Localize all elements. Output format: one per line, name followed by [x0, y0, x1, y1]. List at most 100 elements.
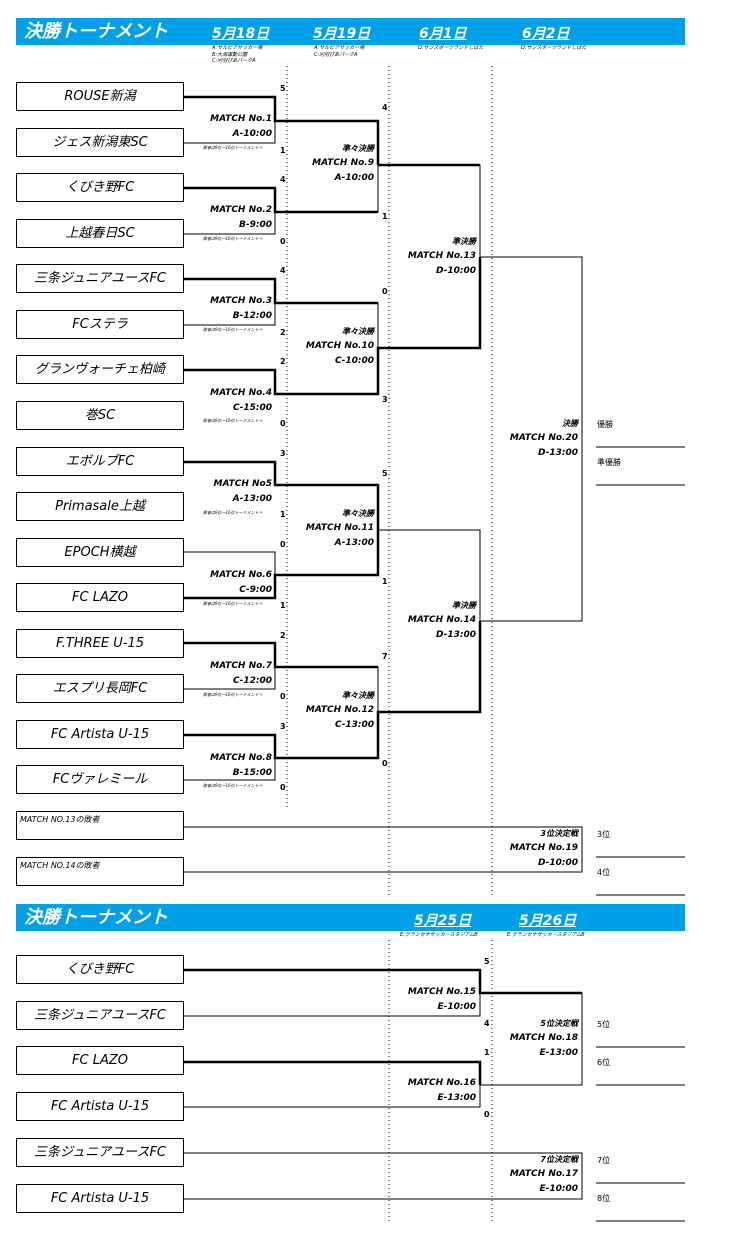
placement-team-6: FC Artista U-15	[16, 1184, 184, 1213]
m15-score: 4	[484, 1019, 490, 1028]
r1-score: 2	[280, 328, 286, 337]
r1-score: 0	[280, 783, 286, 792]
r1-score: 1	[280, 146, 286, 155]
r1-score: 0	[280, 692, 286, 701]
r1-score: 2	[280, 357, 286, 366]
r1-score: 1	[280, 510, 286, 519]
team-slot-11: EPOCH横越	[16, 538, 184, 567]
team-slot-15: FC Artista U-15	[16, 720, 184, 749]
r1-score: 4	[280, 175, 286, 184]
m15-score: 5	[484, 957, 490, 966]
loser-slot-14: MATCH NO.14の敗者	[16, 857, 184, 886]
venue-may25: E:グランセナサッカースタジアムB	[400, 932, 478, 938]
team-slot-12: FC LAZO	[16, 583, 184, 612]
r1-score: 2	[280, 631, 286, 640]
r1-score: 3	[280, 722, 286, 731]
r1-score: 0	[280, 419, 286, 428]
r1-score: 0	[280, 540, 286, 549]
r1-score: 0	[280, 237, 286, 246]
runner-up-label: 準優勝	[597, 458, 621, 467]
date-jun2: 6月2日	[522, 26, 570, 42]
qf-score: 4	[382, 103, 388, 112]
seventh-place-label: 7位	[597, 1156, 611, 1165]
team-slot-14: エスプリ長岡FC	[16, 674, 184, 703]
r1-score: 4	[280, 266, 286, 275]
team-slot-9: エボルブFC	[16, 447, 184, 476]
r1-score: 3	[280, 449, 286, 458]
team-slot-5: 三条ジュニアユースFC	[16, 264, 184, 293]
team-slot-3: くびき野FC	[16, 173, 184, 202]
team-slot-6: FCステラ	[16, 310, 184, 339]
r1-score: 1	[280, 601, 286, 610]
loser-note-3: 敗者は9位～16位トーナメントへ	[203, 327, 263, 332]
eighth-place-label: 8位	[597, 1194, 611, 1203]
date-may26: 5月26日	[519, 913, 577, 929]
date-jun1: 6月1日	[419, 26, 467, 42]
team-slot-8: 巻SC	[16, 401, 184, 430]
qf-score: 5	[382, 469, 388, 478]
date-may19: 5月19日	[313, 26, 371, 42]
qf-score: 1	[382, 577, 388, 586]
bottom-banner	[16, 904, 685, 931]
team-slot-13: F.THREE U-15	[16, 629, 184, 658]
m16-score: 1	[484, 1048, 490, 1057]
venue-may26: E:グランセナサッカースタジアムB	[507, 932, 585, 938]
champion-label: 優勝	[597, 420, 613, 429]
qf-score: 0	[382, 287, 388, 296]
qf-score: 3	[382, 395, 388, 404]
bottom-title: 決勝トーナメント	[24, 907, 168, 928]
team-slot-4: 上越春日SC	[16, 219, 184, 248]
loser-note-4: 敗者は9位～16位トーナメントへ	[203, 418, 263, 423]
team-slot-16: FCヴァレミール	[16, 765, 184, 794]
team-slot-2: ジェス新潟東SC	[16, 128, 184, 157]
loser-note-5: 敗者は9位～16位トーナメントへ	[203, 510, 263, 515]
winner-lines	[184, 95, 582, 1085]
loser-note-7: 敗者は9位～16位トーナメントへ	[203, 692, 263, 697]
date-may25: 5月25日	[414, 913, 472, 929]
placement-team-4: FC Artista U-15	[16, 1092, 184, 1121]
loser-slot-13: MATCH NO.13の敗者	[16, 811, 184, 840]
placement-team-5: 三条ジュニアユースFC	[16, 1138, 184, 1167]
placement-team-2: 三条ジュニアユースFC	[16, 1001, 184, 1030]
placement-team-3: FC LAZO	[16, 1046, 184, 1075]
team-slot-1: ROUSE新潟	[16, 82, 184, 111]
third-place-label: 3位	[597, 830, 611, 839]
loser-note-6: 敗者は9位～16位トーナメントへ	[203, 601, 263, 606]
venue-jun1: D:サンスポーツランドしばた	[418, 45, 484, 51]
column-guides	[286, 66, 493, 1222]
date-may18: 5月18日	[212, 26, 270, 42]
loser-note-2: 敗者は9位～16位トーナメントへ	[203, 236, 263, 241]
team-slot-7: グランヴォーチェ柏崎	[16, 355, 184, 384]
qf-score: 7	[382, 652, 388, 661]
placement-team-1: くびき野FC	[16, 955, 184, 984]
venue-may19: A:サルビアサッカー場 C:刈羽ぴあパークA	[314, 45, 365, 58]
r1-score: 5	[280, 84, 286, 93]
m16-score: 0	[484, 1110, 490, 1119]
top-banner	[16, 18, 685, 45]
venue-may18: A:サルビアサッカー場 B:大潟運動公園 C:刈羽ぴあパークA	[212, 45, 263, 64]
qf-score: 0	[382, 759, 388, 768]
loser-note-1: 敗者は9位～16位トーナメントへ	[203, 145, 263, 150]
loser-note-8: 敗者は9位～16位トーナメントへ	[203, 783, 263, 788]
